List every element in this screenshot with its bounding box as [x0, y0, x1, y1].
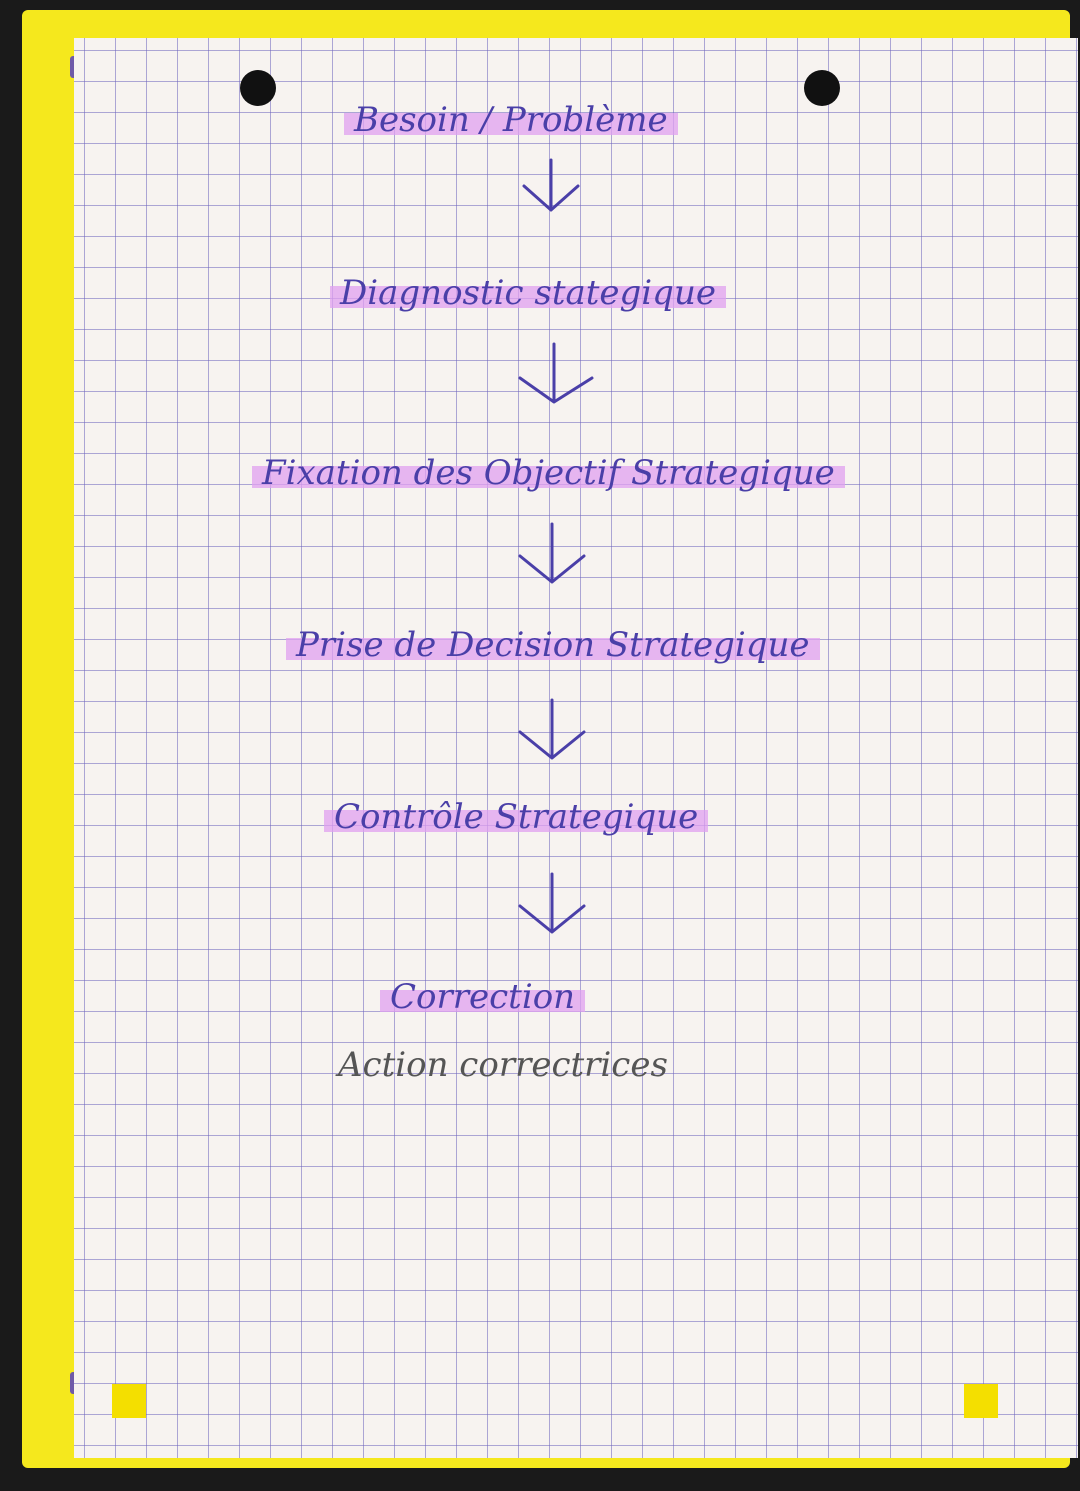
notecard-frame: Besoin / Problème Diagnostic stategique … [22, 10, 1078, 1468]
grid-paper: Besoin / Problème Diagnostic stategique … [74, 38, 1078, 1458]
flow-step-2: Diagnostic stategique [330, 273, 726, 313]
arrow-down-icon [518, 342, 594, 404]
flow-step-label: Correction [380, 977, 586, 1017]
flow-step-6: Correction [380, 977, 586, 1017]
handwritten-note: Action correctrices [338, 1045, 668, 1085]
yellow-square-marker [112, 1384, 146, 1418]
binder-hole-icon [240, 70, 276, 106]
flow-step-label: Fixation des Objectif Strategique [252, 453, 845, 493]
flow-step-label: Contrôle Strategique [324, 797, 709, 837]
arrow-down-icon [518, 872, 586, 934]
arrow-down-icon [518, 698, 586, 760]
flow-step-4: Prise de Decision Strategique [286, 625, 820, 665]
flow-step-label: Besoin / Problème [344, 100, 678, 140]
arrow-down-icon [518, 522, 586, 584]
yellow-square-marker [964, 1384, 998, 1418]
flow-step-1: Besoin / Problème [344, 100, 678, 140]
flow-step-label: Diagnostic stategique [330, 273, 726, 313]
binder-hole-icon [804, 70, 840, 106]
flow-step-3: Fixation des Objectif Strategique [252, 453, 845, 493]
arrow-down-icon [522, 158, 580, 212]
flow-step-label: Prise de Decision Strategique [286, 625, 820, 665]
flow-step-5: Contrôle Strategique [324, 797, 709, 837]
